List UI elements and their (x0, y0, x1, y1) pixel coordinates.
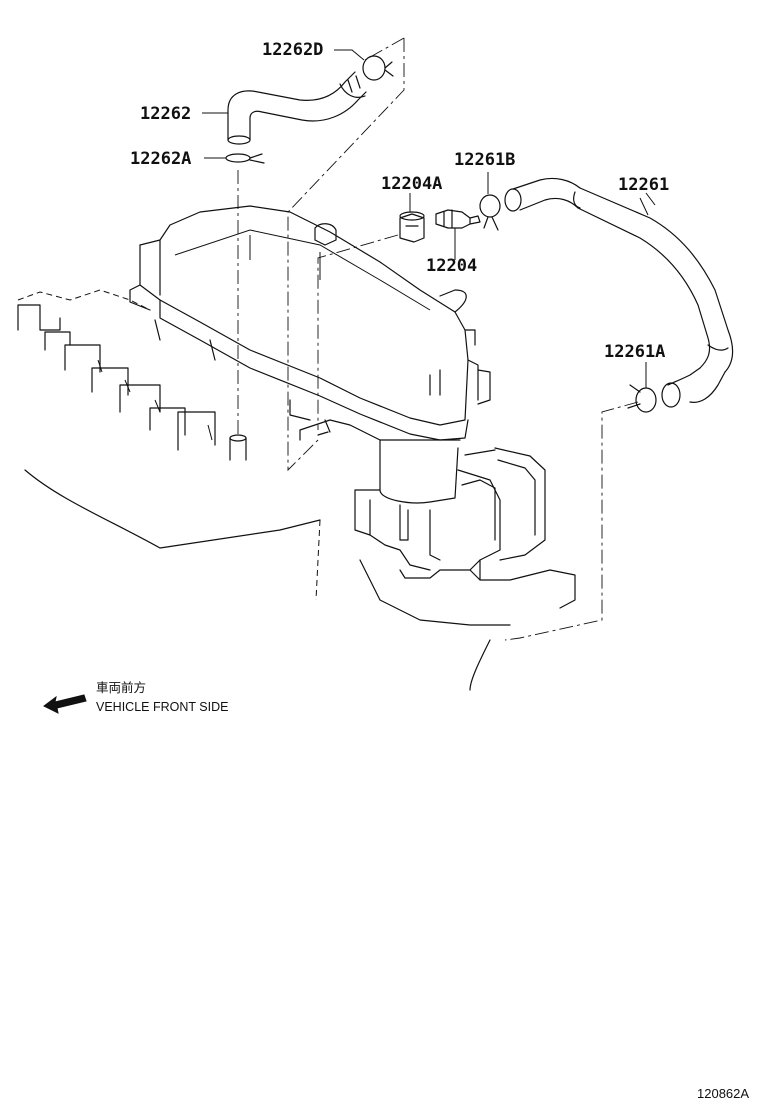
label-12262D: 12262D (262, 40, 323, 60)
label-12204: 12204 (426, 256, 477, 276)
ventilation-hose-12262 (227, 71, 367, 145)
hose-clip-12262A (225, 153, 265, 164)
diagram-id: 120862A (697, 1086, 749, 1101)
label-leader-lines (202, 49, 656, 388)
pcv-pipe-stub (229, 434, 247, 461)
vehicle-front-indicator: 車両前方 VEHICLE FRONT SIDE (43, 680, 228, 714)
pcv-valve-12204 (435, 209, 481, 260)
grommet-12204A (399, 211, 425, 243)
label-12204A: 12204A (381, 174, 442, 194)
hose-clip-12261A (627, 384, 657, 413)
label-12262A: 12262A (130, 149, 191, 169)
ventilation-hose-12261 (504, 177, 734, 408)
front-arrow-icon (43, 694, 87, 714)
installation-dash-lines (237, 37, 639, 641)
hose-clip-12262D (362, 55, 394, 81)
engine-outline (17, 289, 511, 691)
throttle-body (289, 399, 576, 609)
front-label-japanese: 車両前方 (96, 680, 146, 695)
label-12261A: 12261A (604, 342, 665, 362)
label-12261: 12261 (618, 175, 669, 195)
front-label-english: VEHICLE FRONT SIDE (96, 700, 228, 714)
cylinder-head-cover (129, 205, 491, 441)
hose-clip-12261B (479, 172, 501, 231)
label-12261B: 12261B (454, 150, 515, 170)
label-12262: 12262 (140, 104, 191, 124)
